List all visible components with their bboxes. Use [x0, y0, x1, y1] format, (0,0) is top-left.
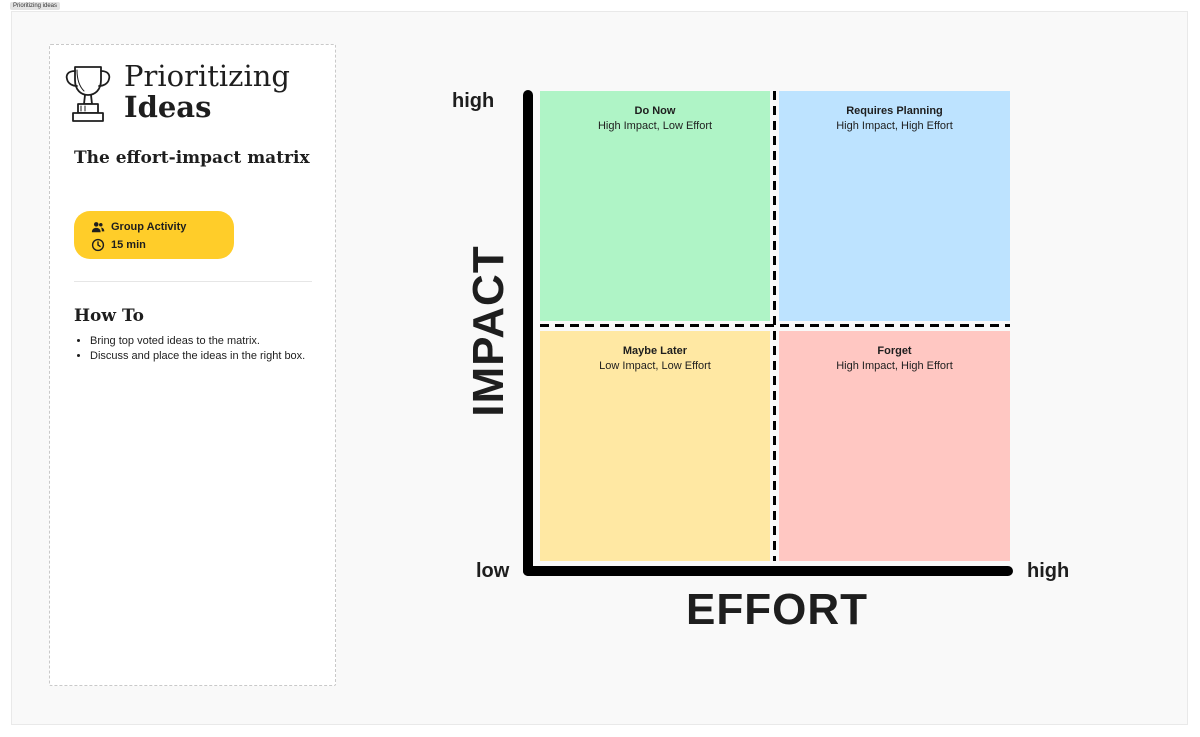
- horizontal-divider-line: [540, 324, 1010, 327]
- subtitle: The effort-impact matrix: [74, 148, 310, 168]
- howto-title: How To: [74, 306, 144, 326]
- activity-badge: Group Activity 15 min: [74, 211, 234, 259]
- y-axis-line: [523, 90, 533, 576]
- axis-low-label: low: [476, 560, 510, 582]
- info-card[interactable]: [49, 44, 336, 686]
- y-axis-title: IMPACT: [464, 245, 513, 417]
- howto-step: Bring top voted ideas to the matrix.: [90, 334, 320, 349]
- quadrant-desc: High Impact, High Effort: [836, 359, 953, 372]
- quadrant-forget[interactable]: Forget High Impact, High Effort: [779, 331, 1010, 561]
- title-line-1: Prioritizing: [124, 59, 290, 93]
- x-axis-high-label: high: [1027, 560, 1070, 582]
- trophy-icon: [65, 66, 111, 122]
- howto-step: Discuss and place the ideas in the right…: [90, 349, 320, 364]
- x-axis-line: [523, 566, 1013, 576]
- quadrant-desc: High Impact, High Effort: [836, 119, 953, 132]
- activity-duration: 15 min: [111, 239, 146, 251]
- quadrant-title: Maybe Later: [622, 345, 688, 357]
- clock-icon: [91, 238, 105, 252]
- page-title: Prioritizing Ideas: [124, 61, 290, 123]
- howto-list: Bring top voted ideas to the matrix. Dis…: [74, 334, 320, 363]
- quadrant-title: Do Now: [634, 105, 676, 117]
- quadrant-desc: High Impact, Low Effort: [597, 119, 713, 132]
- people-icon: [91, 222, 105, 233]
- x-axis-title: EFFORT: [686, 585, 868, 634]
- y-axis-high-label: high: [452, 90, 495, 112]
- title-line-2: Ideas: [124, 90, 212, 124]
- quadrant-requires-planning[interactable]: Requires Planning High Impact, High Effo…: [779, 91, 1010, 321]
- quadrant-title: Forget: [877, 345, 912, 357]
- quadrant-title: Requires Planning: [846, 105, 943, 117]
- quadrant-maybe-later[interactable]: Maybe Later Low Impact, Low Effort: [540, 331, 770, 561]
- frame-label[interactable]: Prioritizing ideas: [10, 2, 61, 10]
- divider: [74, 281, 312, 282]
- quadrant-desc: Low Impact, Low Effort: [599, 359, 711, 372]
- quadrant-do-now[interactable]: Do Now High Impact, Low Effort: [540, 91, 770, 321]
- activity-type: Group Activity: [111, 221, 187, 233]
